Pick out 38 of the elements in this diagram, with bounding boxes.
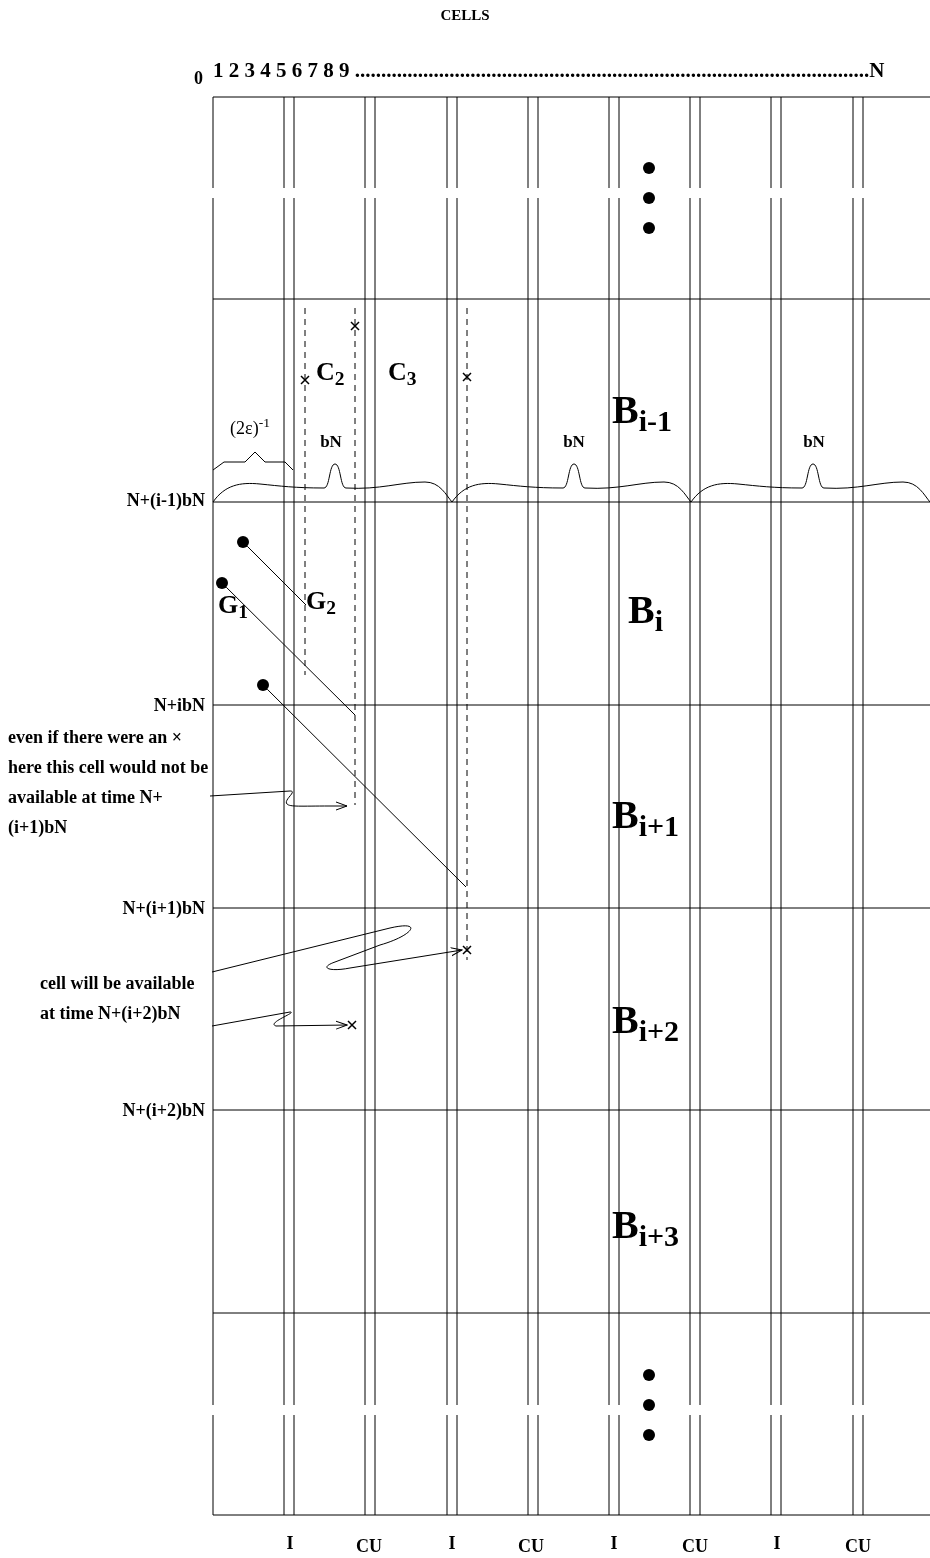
region-label: B$_{i+3}$: [612, 1205, 680, 1245]
region-label: C$_{2}$: [316, 359, 345, 385]
column-type-label: I: [286, 1534, 294, 1552]
callout-text: cell will be available at time N+(i+2)bN: [40, 968, 212, 1028]
column-type-label: CU: [682, 1537, 708, 1555]
bump-label: bN: [803, 432, 825, 450]
cross-mark: [462, 945, 472, 955]
callout-text: even if there were an × here this cell would not be available at time N+(i+1)bN: [8, 722, 210, 842]
column-type-label: I: [773, 1534, 781, 1552]
leader-arrow: [209, 790, 348, 811]
time-label: N+ibN: [153, 696, 205, 714]
leader-arrow: [211, 1011, 348, 1030]
cell-index-label: 1 2 3 4 5 6 7 8 9 ..................................................................................................N: [213, 59, 885, 81]
cross-mark: [347, 1020, 357, 1030]
leader-line: [246, 545, 307, 606]
leader-line: [225, 586, 356, 716]
region-label: G$_{2}$: [306, 588, 336, 614]
region-label: G$_{1}$: [218, 592, 248, 618]
bump-label: bN: [563, 432, 585, 450]
leader-arrow: [211, 925, 463, 973]
column-type-label: CU: [845, 1537, 871, 1555]
time-label: N+(i+1)bN: [122, 899, 205, 917]
bump-label: bN: [320, 432, 342, 450]
region-label: B$_{i+2}$: [612, 1000, 680, 1040]
column-type-label: I: [610, 1534, 618, 1552]
leader-line: [266, 688, 467, 888]
region-label: B$_{i}$: [628, 590, 664, 630]
time-label: 0: [194, 69, 203, 87]
region-label: B$_{i+1}$: [612, 795, 680, 835]
time-label: N+(i-1)bN: [126, 491, 205, 509]
column-type-label: CU: [518, 1537, 544, 1555]
region-label: B$_{i-1}$: [612, 390, 672, 430]
region-label: C$_{3}$: [388, 359, 417, 385]
column-type-label: CU: [356, 1537, 382, 1555]
time-label: N+(i+2)bN: [122, 1101, 205, 1119]
brace-label: (2ε)$^{-1}$: [230, 419, 270, 437]
axis-title: CELLS: [440, 7, 490, 23]
column-type-label: I: [448, 1534, 456, 1552]
